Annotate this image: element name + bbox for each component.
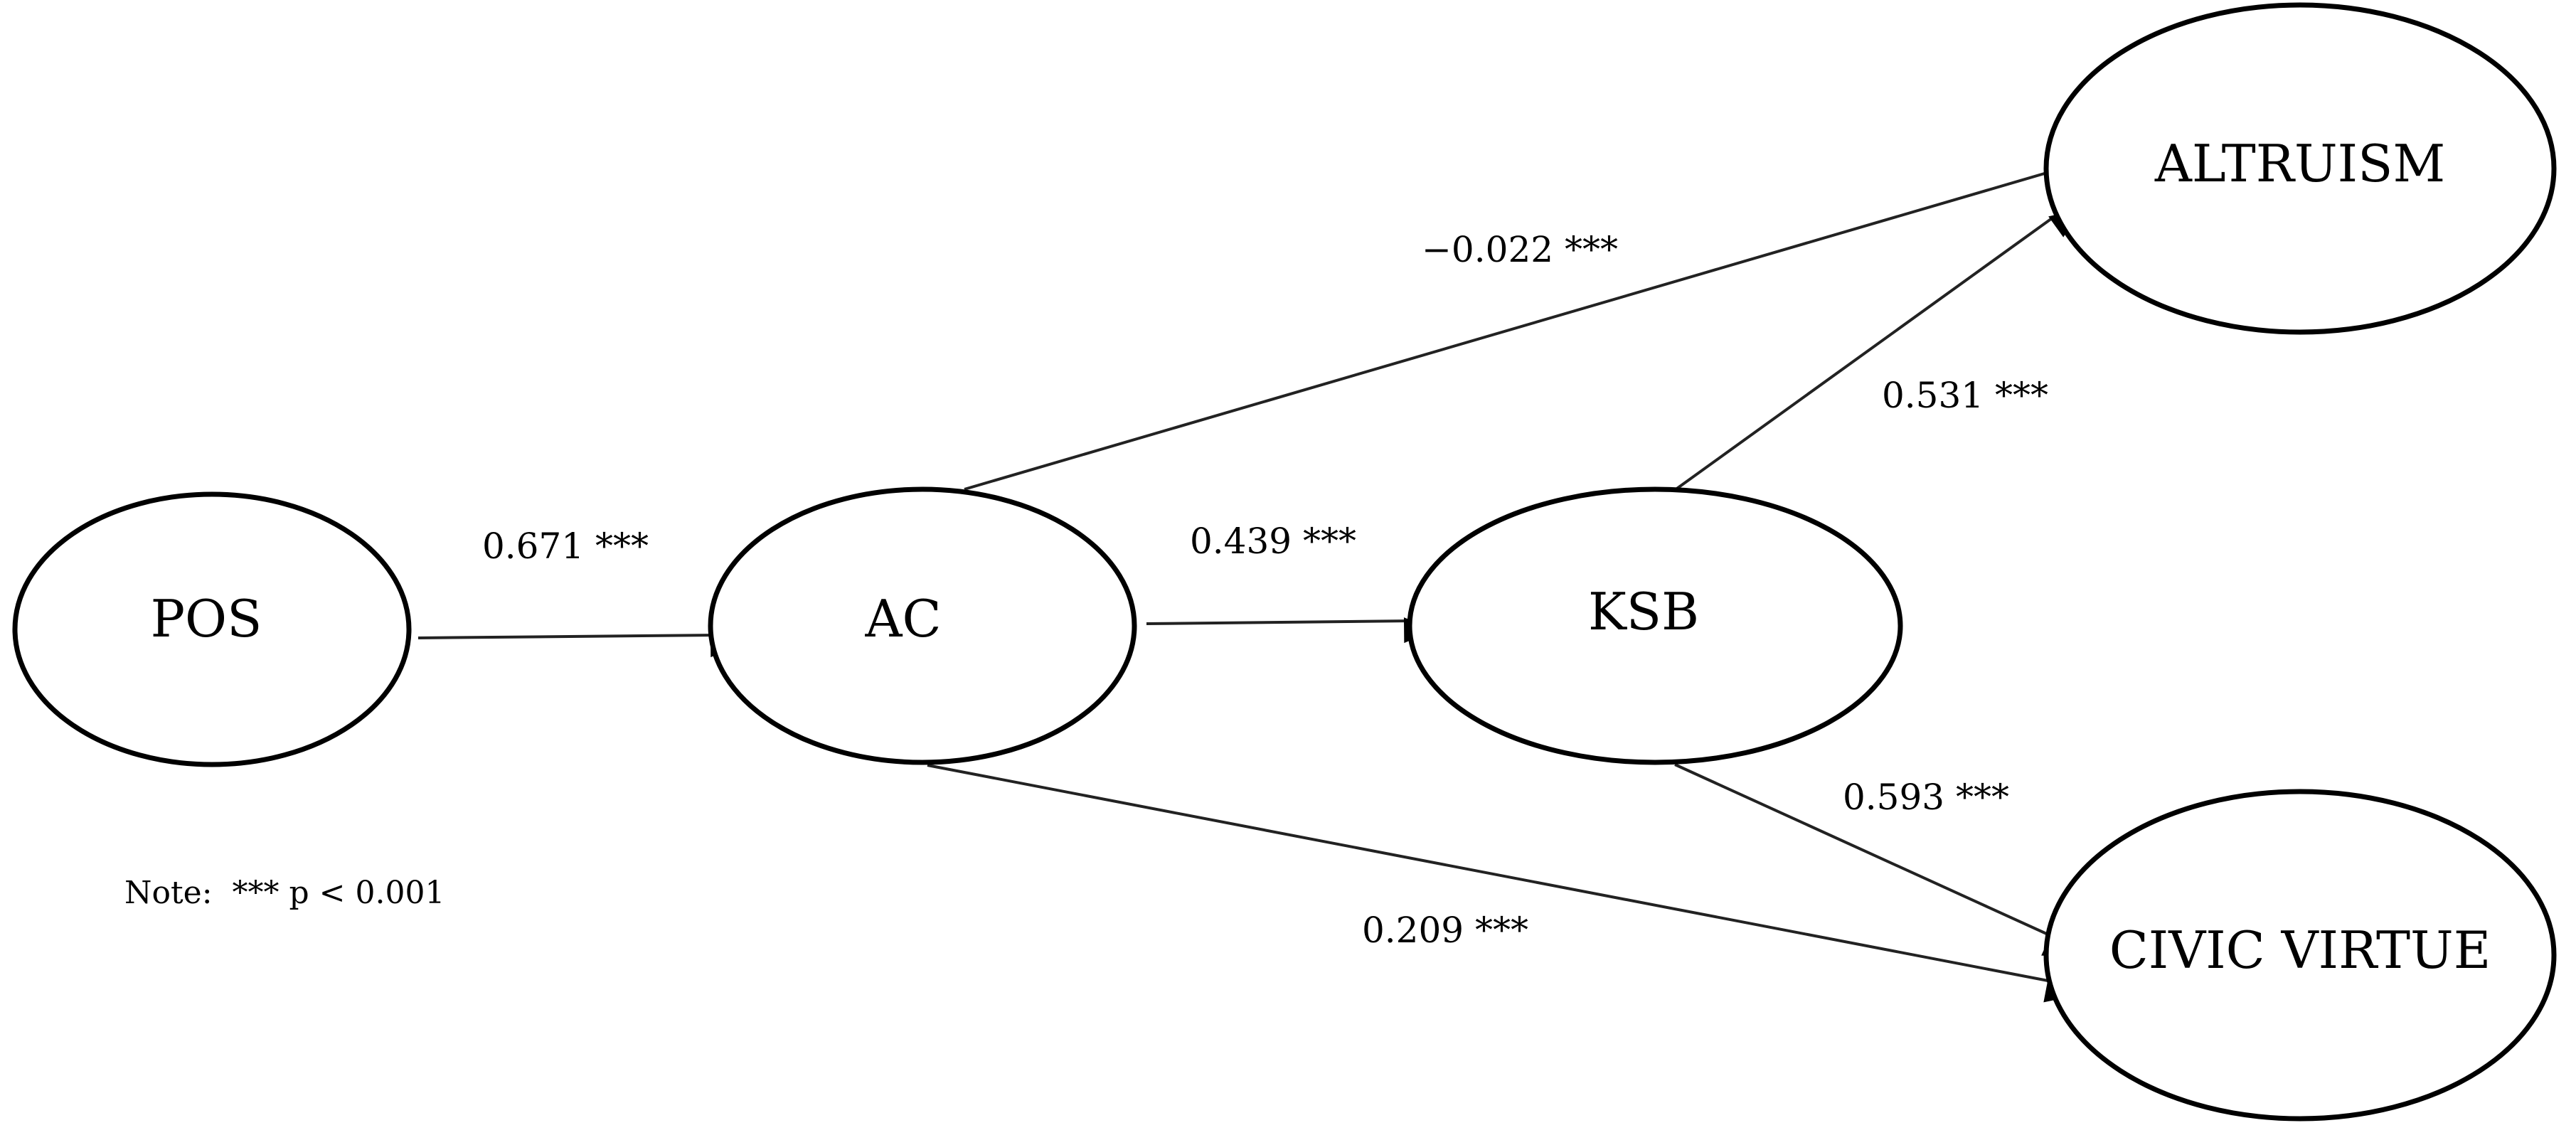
node-ksb-ellipse: [1407, 486, 1903, 765]
coef-ac-altruism: −0.022 ***: [1422, 229, 1618, 270]
node-civic-virtue-ellipse: [2043, 789, 2557, 1122]
edge-ksb-civic-virtue: [1674, 763, 2075, 957]
significance-note: Note: *** p < 0.001: [124, 875, 445, 911]
node-pos-ellipse: [12, 491, 412, 767]
node-ac-label: AC: [864, 589, 941, 649]
edge-ac-ksb: [1146, 617, 1435, 644]
node-pos-label: POS: [151, 589, 262, 649]
coef-ksb-civic-virtue: 0.593 ***: [1843, 777, 2009, 818]
node-ac: AC: [708, 486, 1137, 765]
node-ksb: KSB: [1407, 486, 1903, 765]
edge-pos-ac: [417, 632, 742, 658]
node-altruism-label: ALTRUISM: [2154, 134, 2445, 193]
node-pos: POS: [12, 491, 412, 767]
coef-ac-ksb: 0.439 ***: [1190, 521, 1356, 562]
coef-ksb-altruism: 0.531 ***: [1882, 375, 2048, 416]
node-altruism-ellipse: [2043, 2, 2557, 335]
edge-ac-altruism: [964, 168, 2084, 491]
edge-ac-civic-virtue: [927, 764, 2077, 1003]
node-ac-ellipse: [708, 486, 1137, 765]
node-altruism: ALTRUISM: [2043, 2, 2557, 335]
edge-ksb-altruism: [1668, 208, 2081, 495]
node-civic-virtue: CIVIC VIRTUE: [2043, 789, 2557, 1122]
coef-pos-ac: 0.671 ***: [482, 526, 649, 567]
node-ksb-label: KSB: [1588, 582, 1699, 641]
coef-ac-civic-virtue: 0.209 ***: [1362, 910, 1528, 951]
node-civic-virtue-label: CIVIC VIRTUE: [2109, 920, 2491, 980]
